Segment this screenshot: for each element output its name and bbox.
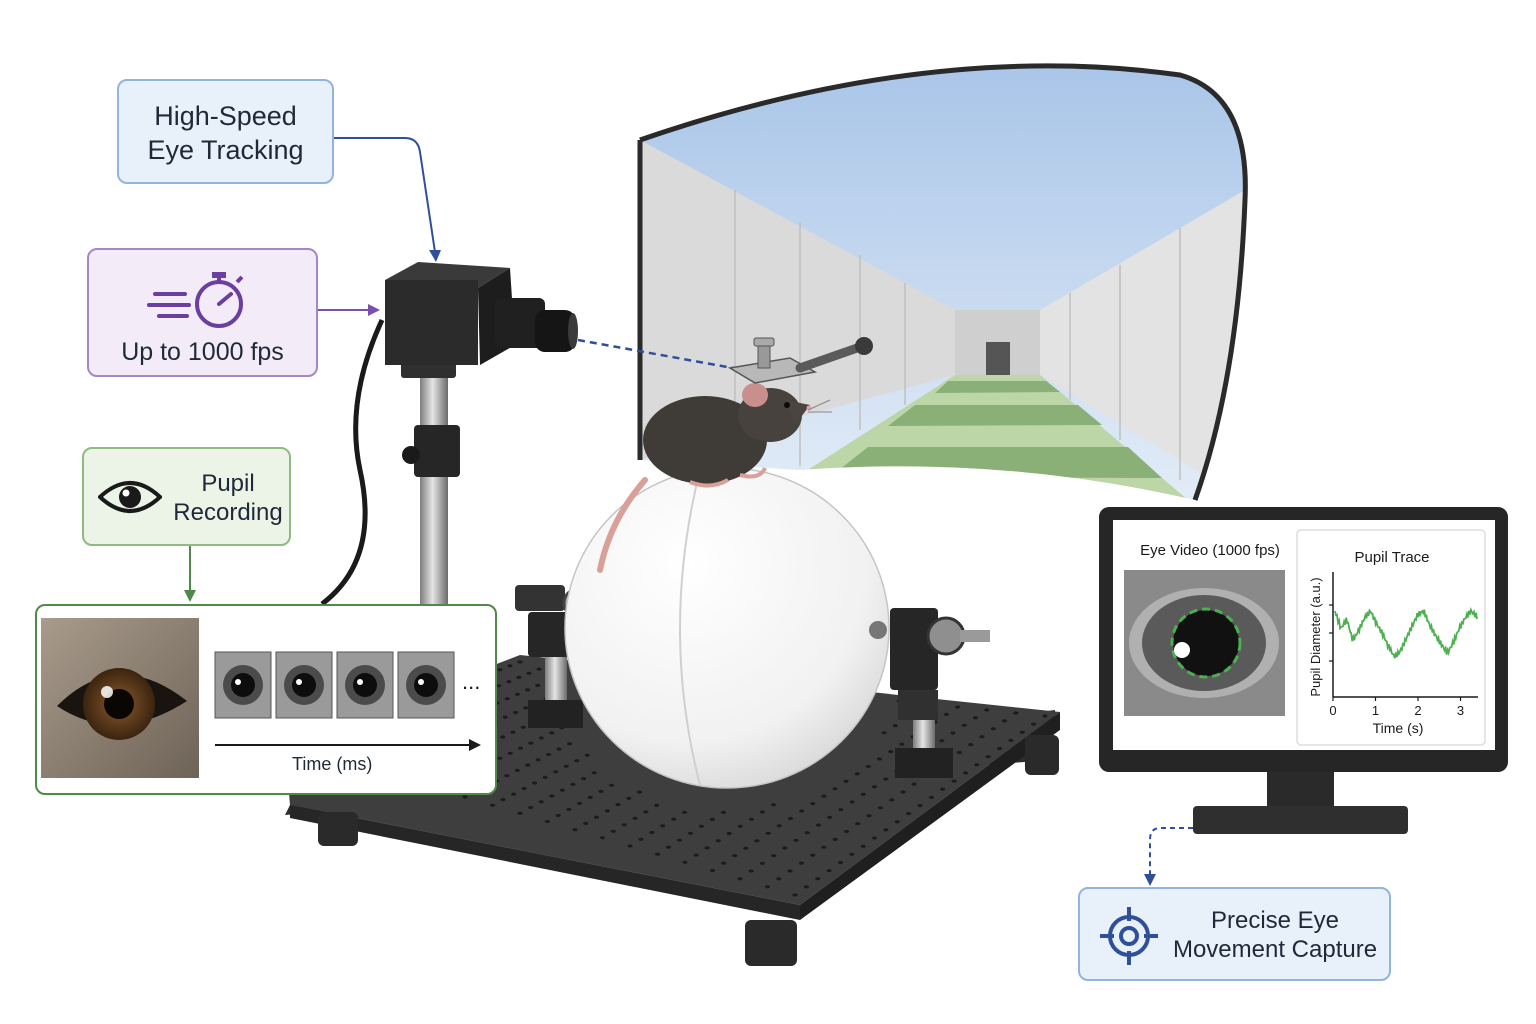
high-speed-eye-tracking-callout: High-Speed Eye Tracking — [117, 79, 334, 184]
ball-assembly — [515, 467, 990, 789]
eye-icon — [98, 481, 162, 513]
stopwatch-icon — [147, 272, 244, 328]
pupil-frame-thumbnail — [336, 651, 394, 719]
time-axis-label: Time (ms) — [292, 754, 373, 774]
callout-line-1: Pupil — [201, 470, 255, 497]
pupil-frames-graphic: ... — [41, 618, 481, 778]
pupil-recording-panel: ... Time (ms) — [35, 604, 497, 795]
callout-line-1: High-Speed — [154, 101, 297, 131]
target-icon — [1100, 907, 1158, 965]
callout-line-1: Precise Eye — [1210, 907, 1340, 934]
pupil-recording-label: Pupil Recording — [168, 469, 288, 527]
pupil-frame-thumbnail — [397, 651, 455, 719]
precise-capture-label: Precise Eye Movement Capture — [1160, 906, 1390, 964]
precise-eye-movement-callout: Precise Eye Movement Capture — [1078, 887, 1391, 981]
frames-ellipsis: ... — [462, 669, 480, 694]
fps-callout: Up to 1000 fps — [87, 248, 318, 377]
monitor — [1099, 507, 1508, 834]
pupil-frame-thumbnail — [275, 651, 333, 719]
callout-line-2: Eye Tracking — [147, 135, 304, 165]
fps-label: Up to 1000 fps — [121, 338, 284, 366]
pupil-frame-thumbnail — [214, 651, 272, 719]
mouse — [597, 337, 873, 573]
pupil-recording-callout: Pupil Recording — [82, 447, 291, 546]
camera-assembly — [320, 262, 756, 610]
callout-line-2: Recording — [173, 499, 283, 526]
connector-arrows — [184, 137, 1193, 886]
callout-line-2: Movement Capture — [1172, 936, 1378, 963]
